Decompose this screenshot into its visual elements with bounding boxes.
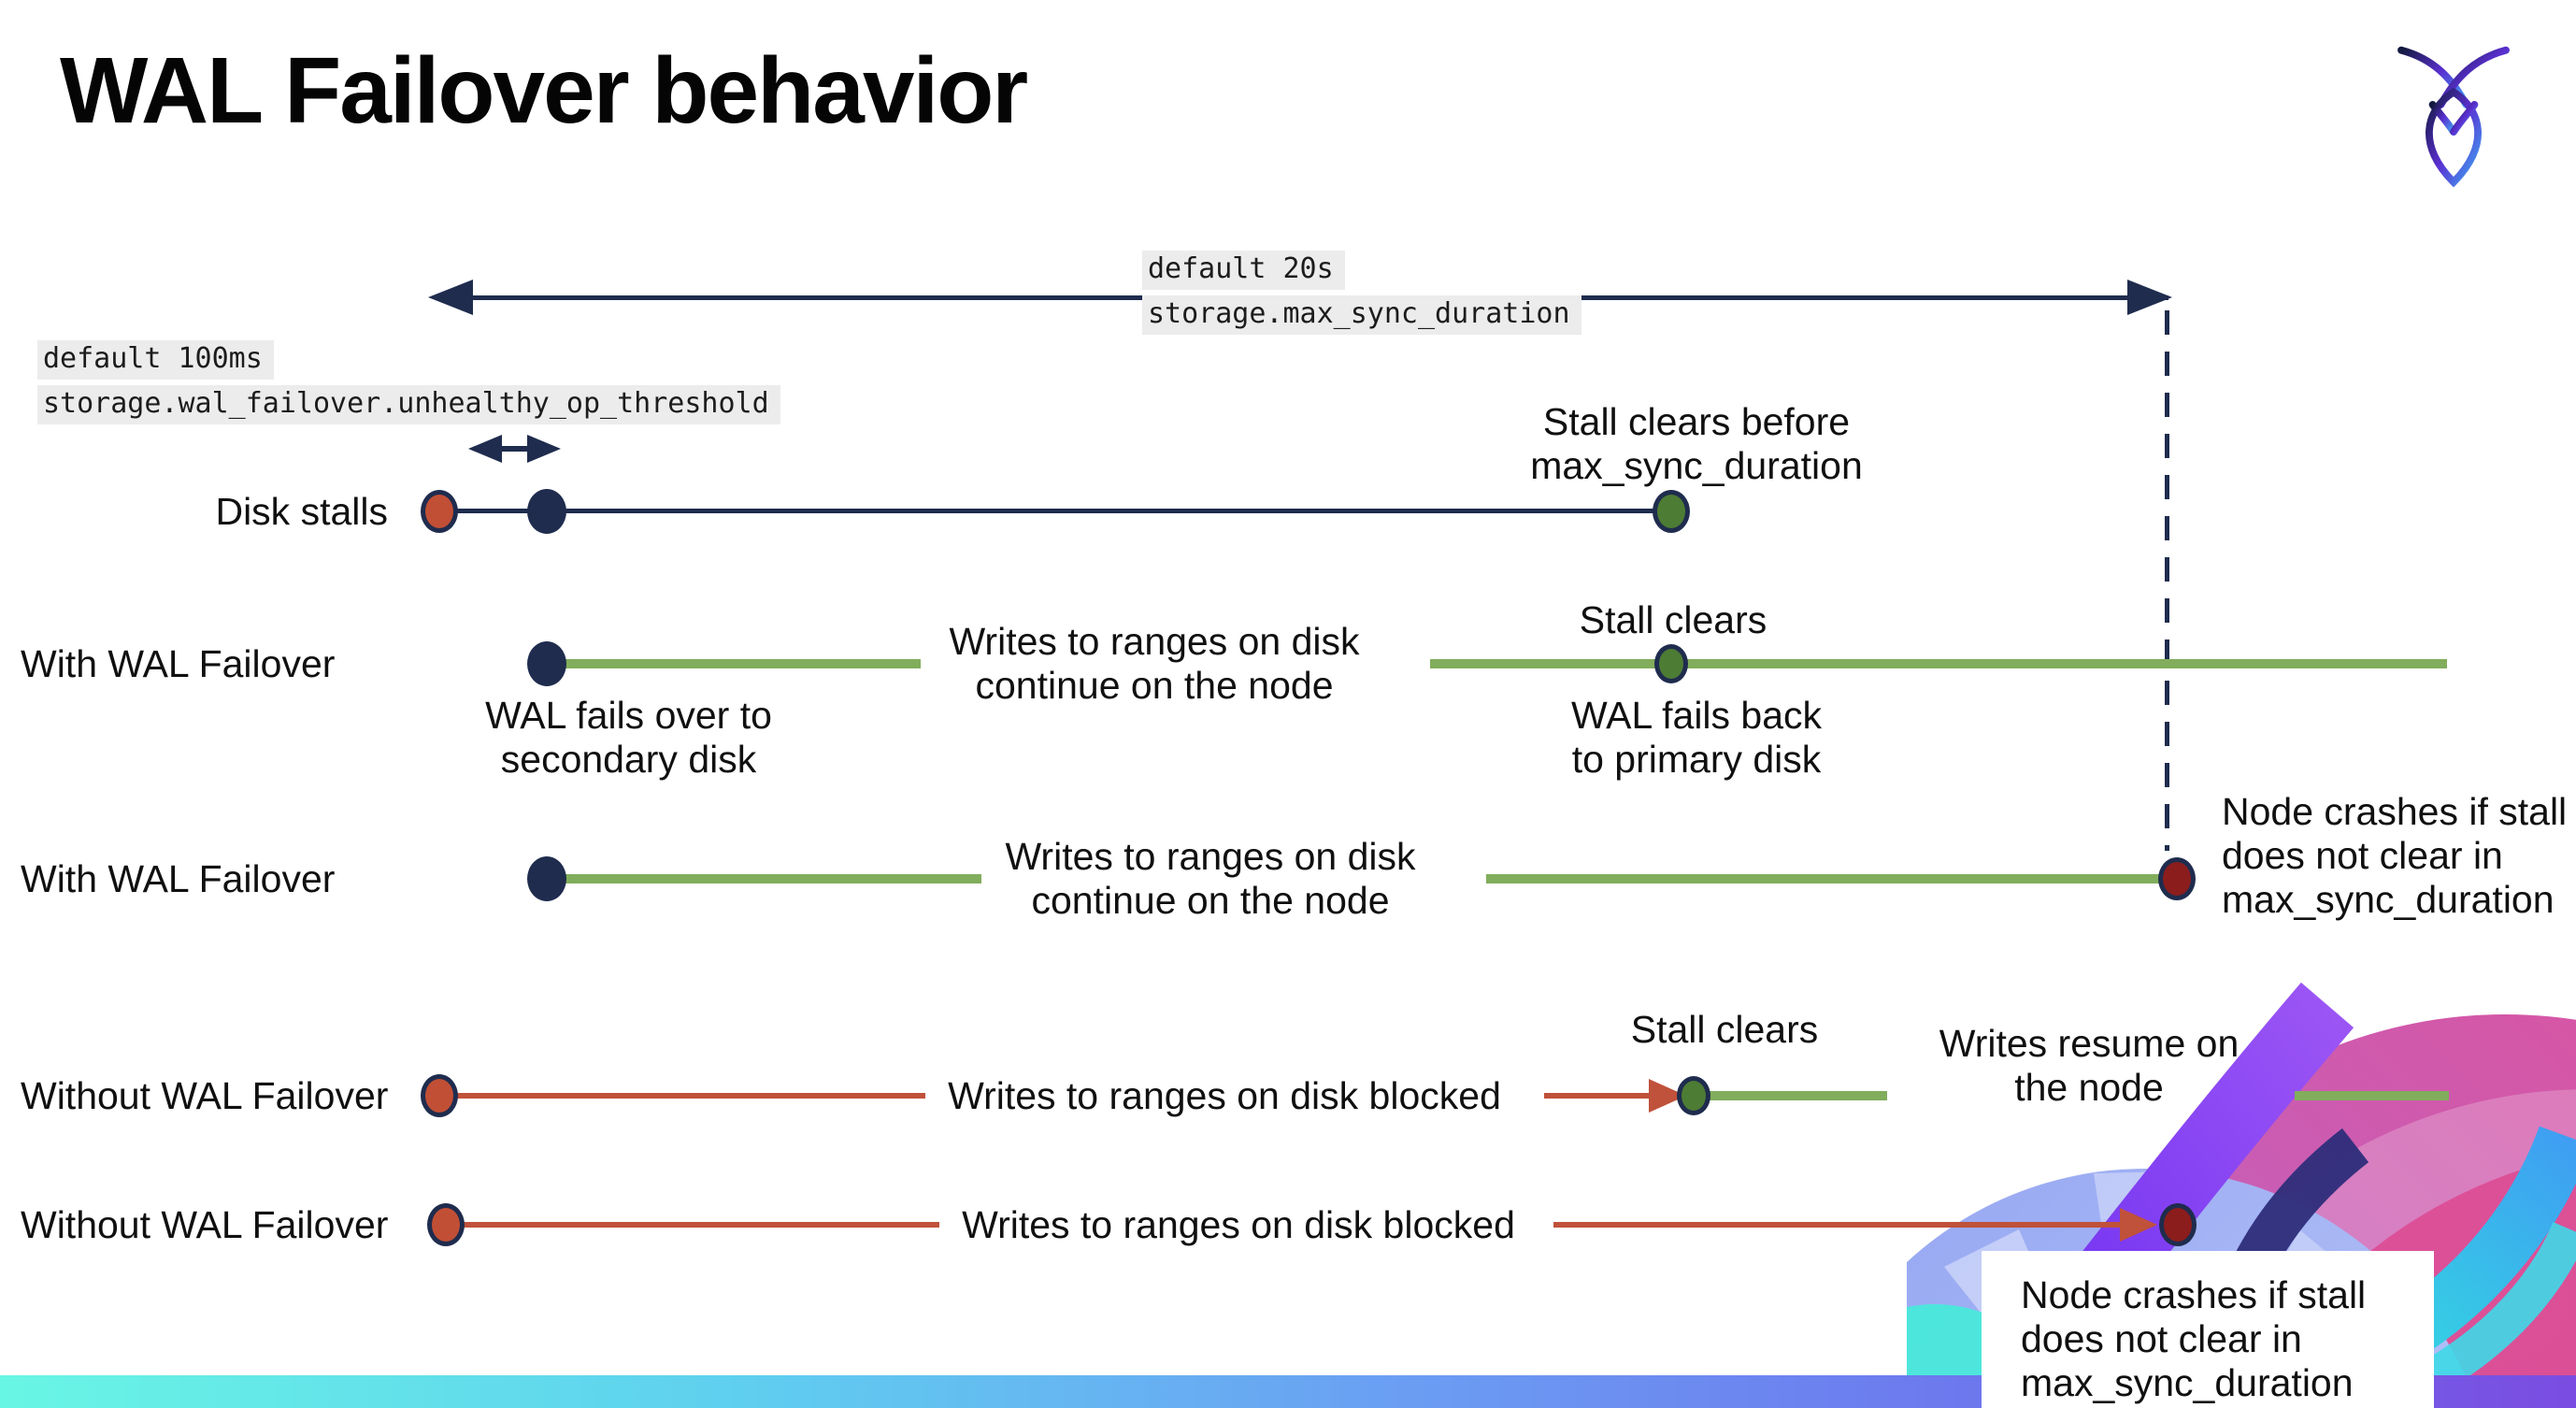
note-wal-fails-over: WAL fails over to secondary disk [485, 694, 772, 781]
note-writes-blocked-2: Writes to ranges on disk blocked [962, 1203, 1515, 1246]
blocked-red-line-1 [439, 1093, 925, 1099]
threshold-marker-dot [527, 489, 566, 534]
note-stall-clears-2: Stall clears [1630, 1008, 1819, 1051]
callout-unhealthy-op-threshold: default 100ms storage.wal_failover.unhea… [37, 340, 780, 430]
note-writes-blocked-1: Writes to ranges on disk blocked [948, 1074, 1501, 1117]
failover-marker-dot-2 [527, 856, 566, 901]
failover-marker-dot [527, 641, 566, 686]
red-arrow-line-2 [1553, 1222, 2124, 1228]
note-stall-clears-before: Stall clears before max_sync_duration [1530, 400, 1863, 487]
crash-dot [2158, 857, 2196, 900]
crash-dot-2 [2159, 1203, 2197, 1246]
callout-max-sync-setting: storage.max_sync_duration [1142, 295, 1581, 335]
row-label-without-wal-failover-1: Without WAL Failover [21, 1074, 389, 1117]
threshold-span-line [494, 446, 538, 452]
red-arrow-line-1 [1544, 1093, 1653, 1099]
note-writes-continue-1: Writes to ranges on disk continue on the… [949, 620, 1360, 707]
callout-threshold-setting: storage.wal_failover.unhealthy_op_thresh… [37, 385, 780, 424]
stall-clear-dot-2 [1654, 644, 1688, 683]
note-writes-resume: Writes resume on the node [1939, 1022, 2240, 1109]
threshold-arrowhead-right-icon [527, 435, 561, 463]
resume-green-line-a [1694, 1091, 1887, 1100]
disk-stall-timeline-line [439, 509, 1671, 513]
failover2-green-line-b [1486, 874, 2173, 884]
row-label-with-wal-failover-1: With WAL Failover [21, 642, 336, 685]
failover-green-line-a [547, 659, 921, 668]
stall-start-dot [421, 490, 458, 533]
crash-note-box: Node crashes if stall does not clear in … [1982, 1251, 2434, 1408]
arrowhead-left-icon [428, 280, 473, 315]
failover2-green-line-a [547, 874, 981, 884]
note-writes-continue-2: Writes to ranges on disk continue on the… [1005, 835, 1416, 922]
stall-start-dot-2 [421, 1074, 458, 1117]
row-label-without-wal-failover-2: Without WAL Failover [21, 1203, 389, 1246]
blocked-red-line-2 [446, 1222, 939, 1228]
cockroachdb-logo-icon [2397, 46, 2510, 188]
row-label-disk-stalls: Disk stalls [215, 490, 388, 533]
callout-default-20s: default 20s [1142, 251, 1345, 290]
resume-green-line-b [2295, 1091, 2449, 1100]
callout-max-sync-duration: default 20s storage.max_sync_duration [1142, 251, 1581, 340]
callout-default-100ms: default 100ms [37, 340, 274, 380]
threshold-arrowhead-left-icon [468, 435, 502, 463]
stall-clear-dot [1653, 490, 1690, 533]
row-label-with-wal-failover-2: With WAL Failover [21, 857, 336, 900]
page-title: WAL Failover behavior [60, 38, 1028, 143]
note-node-crashes-1: Node crashes if stall does not clear in … [2222, 790, 2568, 921]
note-stall-clears-1: Stall clears [1579, 598, 1767, 641]
note-wal-fails-back: WAL fails back to primary disk [1570, 694, 1823, 781]
stall-start-dot-3 [427, 1203, 465, 1246]
note-node-crashes-2: Node crashes if stall does not clear in … [2021, 1273, 2367, 1404]
failover-green-line-b [1430, 659, 2447, 668]
deadline-dashed-line [2165, 310, 2169, 851]
stall-clear-dot-3 [1677, 1076, 1710, 1115]
red-arrowhead-icon-2 [2120, 1208, 2157, 1242]
arrowhead-right-icon [2127, 280, 2172, 315]
